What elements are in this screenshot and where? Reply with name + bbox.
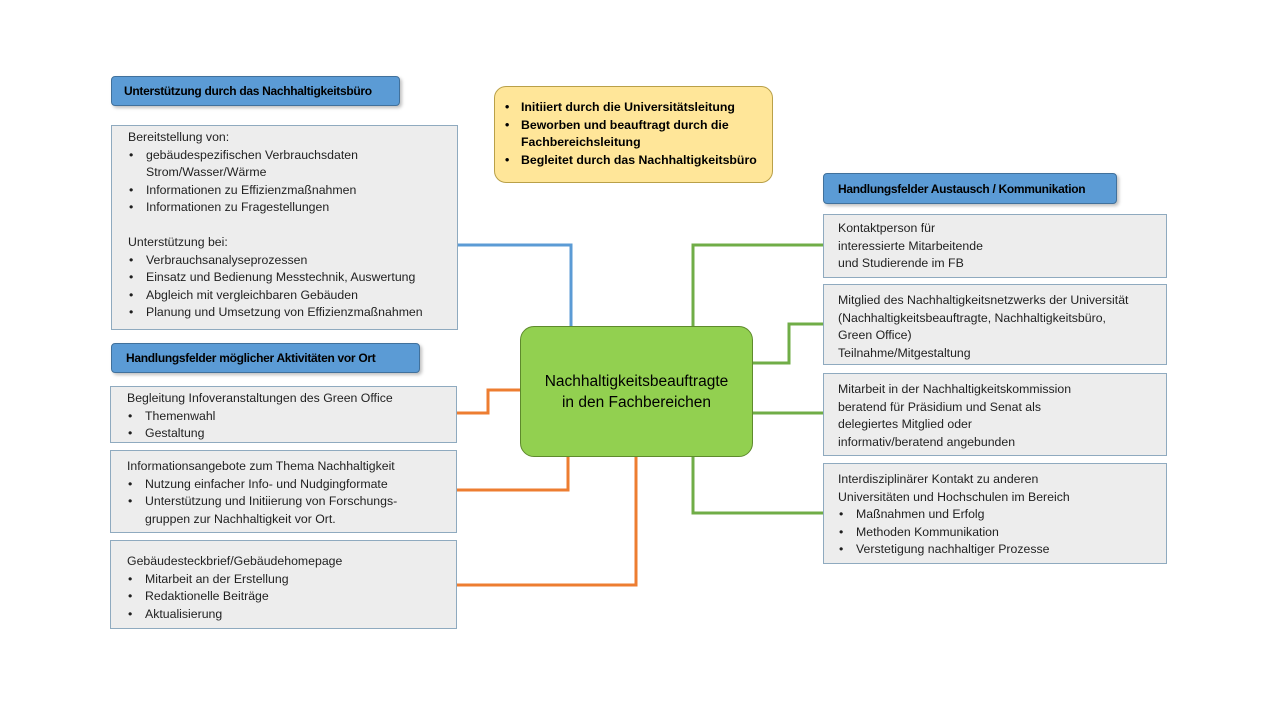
list-item: gebäudespezifischen Verbrauchsdaten Stro… xyxy=(129,147,447,182)
info-events-title: Begleitung Infoveranstaltungen des Green… xyxy=(127,391,393,405)
list-item: Methoden Kommunikation xyxy=(839,524,1156,542)
list-item: Redaktionelle Beiträge xyxy=(128,588,446,606)
support-intro-provision: Bereitstellung von: xyxy=(128,130,230,144)
commission-box: Mitarbeit in der Nachhaltigkeitskommissi… xyxy=(823,373,1167,456)
list-item: Aktualisierung xyxy=(128,606,446,624)
connector-network xyxy=(753,322,823,365)
connector-info-offers xyxy=(457,457,570,492)
exchange-header: Handlungsfelder Austausch / Kommunikatio… xyxy=(823,173,1117,204)
list-item: Beworben und beauftragt durch die Fachbe… xyxy=(505,117,762,152)
support-box: Bereitstellung von: gebäudespezifischen … xyxy=(111,125,458,330)
central-node-title: Nachhaltigkeitsbeauftragte in den Fachbe… xyxy=(544,372,729,411)
text-line: (Nachhaltigkeitsbeauftragte, Nachhaltigk… xyxy=(838,310,1106,325)
connector-contact xyxy=(691,243,823,326)
connector-info-events xyxy=(457,388,520,415)
list-item: Verstetigung nachhaltiger Prozesse xyxy=(839,541,1156,559)
list-item: Verbrauchsanalyseprozessen xyxy=(129,252,447,270)
text-line: Teilnahme/Mitgestaltung xyxy=(838,345,971,360)
list-item: Informationen zu Effizienzmaßnahmen xyxy=(129,182,447,200)
list-item: Nutzung einfacher Info- und Nudgingforma… xyxy=(128,476,434,494)
info-offers-title: Informationsangebote zum Thema Nachhalti… xyxy=(127,459,395,473)
list-item: Maßnahmen und Erfolg xyxy=(839,506,1156,524)
building-title: Gebäudesteckbrief/Gebäudehomepage xyxy=(127,554,343,568)
text-line: delegiertes Mitglied oder xyxy=(838,417,972,432)
text-line: Mitglied des Nachhaltigkeitsnetzwerks de… xyxy=(838,293,1129,307)
text-line: Mitarbeit in der Nachhaltigkeitskommissi… xyxy=(838,382,1072,396)
connector-interdisciplinary xyxy=(691,457,823,515)
list-item: Abgleich mit vergleichbaren Gebäuden xyxy=(129,287,447,305)
initiation-note: Initiiert durch die Universitätsleitung … xyxy=(494,86,773,183)
network-box: Mitglied des Nachhaltigkeitsnetzwerks de… xyxy=(823,284,1167,365)
text-line: Green Office) xyxy=(838,328,912,343)
list-item: Begleitet durch das Nachhaltigkeitsbüro xyxy=(505,152,762,170)
list-item: Gestaltung xyxy=(128,425,446,443)
support-intro-help: Unterstützung bei: xyxy=(128,234,228,249)
text-line: Kontaktperson für xyxy=(838,221,936,235)
central-node: Nachhaltigkeitsbeauftragte in den Fachbe… xyxy=(520,326,753,457)
text-line: beratend für Präsidium und Senat als xyxy=(838,399,1042,414)
text-line: informativ/beratend angebunden xyxy=(838,434,1016,449)
text-line: interessierte Mitarbeitende xyxy=(838,238,983,253)
list-item: Einsatz und Bedienung Messtechnik, Auswe… xyxy=(129,269,447,287)
text-line: Universitäten und Hochschulen im Bereich xyxy=(838,489,1070,504)
support-header: Unterstützung durch das Nachhaltigkeitsb… xyxy=(111,76,400,106)
list-item: Initiiert durch die Universitätsleitung xyxy=(505,99,762,117)
list-item: Planung und Umsetzung von Effizienzmaßna… xyxy=(129,304,447,322)
list-item: Themenwahl xyxy=(128,408,446,426)
interdisciplinary-box: Interdisziplinärer Kontakt zu anderen Un… xyxy=(823,463,1167,564)
contact-box: Kontaktperson für interessierte Mitarbei… xyxy=(823,214,1167,278)
list-item: Unterstützung und Initiierung von Forsch… xyxy=(128,493,434,528)
connector-support xyxy=(458,243,573,326)
info-events-box: Begleitung Infoveranstaltungen des Green… xyxy=(110,386,457,443)
list-item: Mitarbeit an der Erstellung xyxy=(128,571,446,589)
connector-building xyxy=(457,457,638,587)
text-line: und Studierende im FB xyxy=(838,256,964,271)
activities-header: Handlungsfelder möglicher Aktivitäten vo… xyxy=(111,343,420,373)
text-line: Interdisziplinärer Kontakt zu anderen xyxy=(838,472,1039,486)
building-box: Gebäudesteckbrief/Gebäudehomepage Mitarb… xyxy=(110,540,457,629)
info-offers-box: Informationsangebote zum Thema Nachhalti… xyxy=(110,450,457,533)
list-item: Informationen zu Fragestellungen xyxy=(129,199,447,217)
